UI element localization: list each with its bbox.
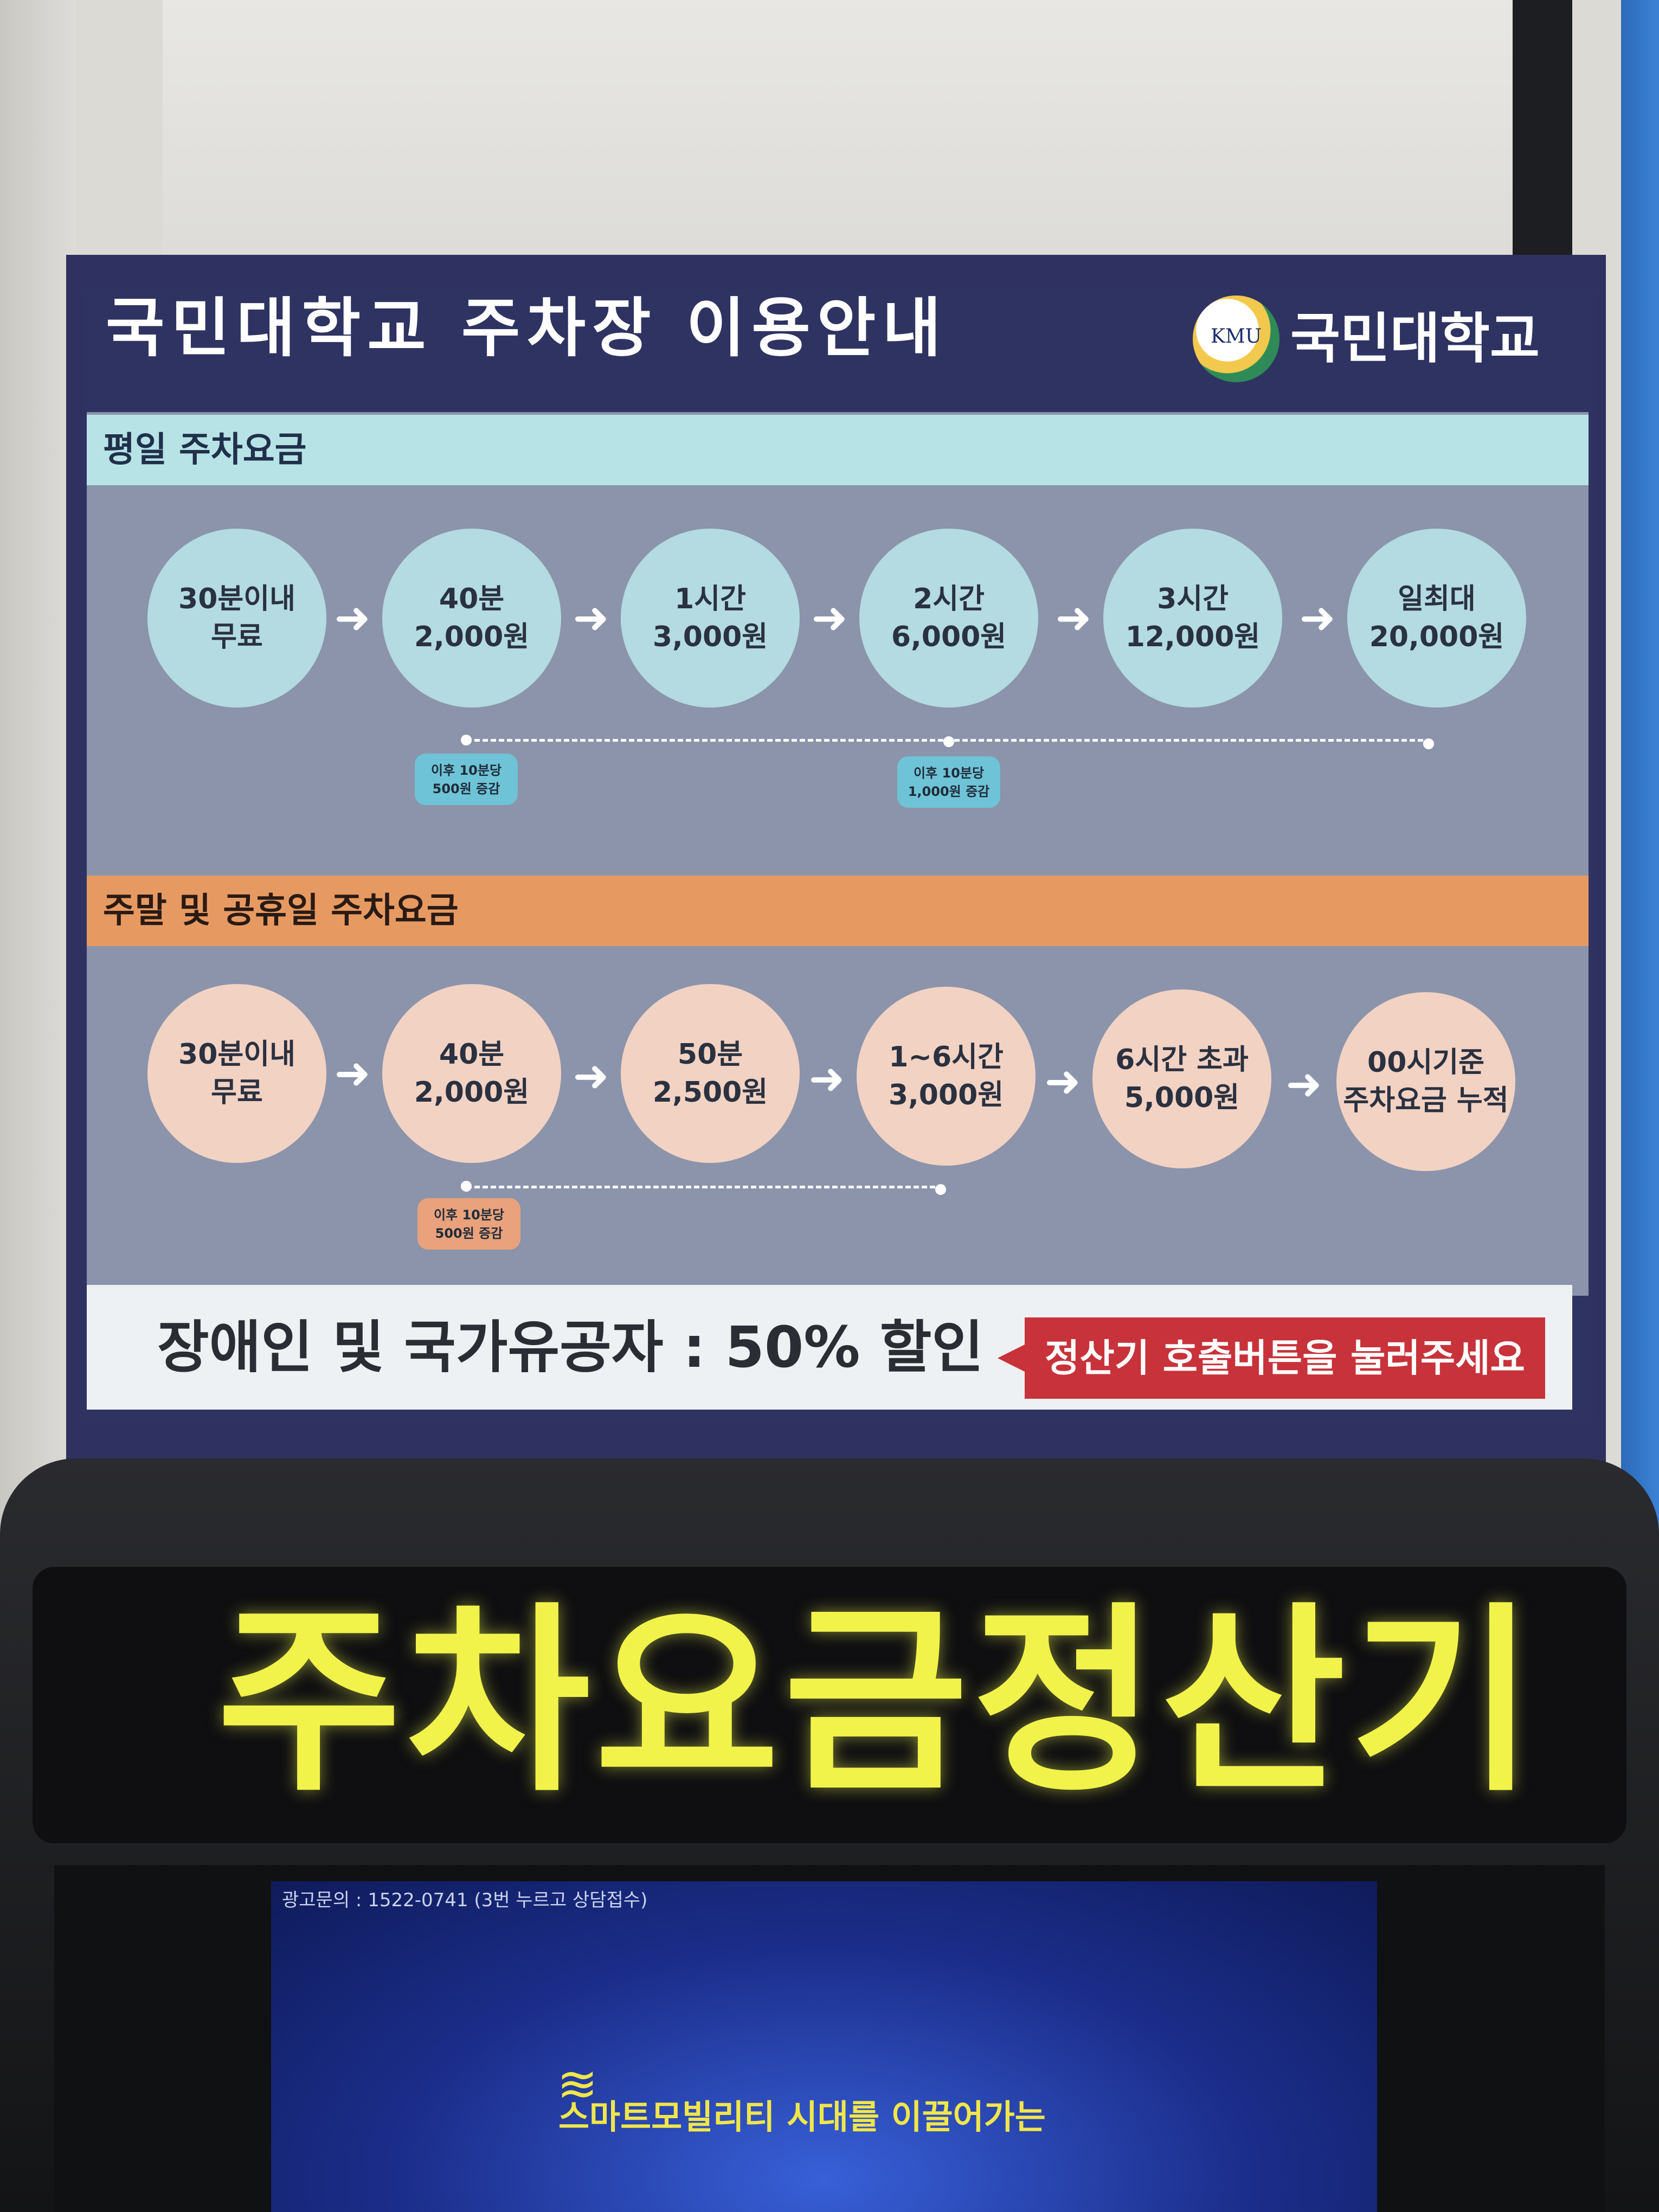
step-duration: 1시간 [674, 583, 746, 615]
note-line: 500원 증감 [435, 1225, 503, 1241]
step-fee: 무료 [211, 1076, 263, 1109]
step-fee: 무료 [211, 621, 263, 653]
weekday-step-5: 3시간 12,000원 [1103, 529, 1282, 708]
step-fee: 6,000원 [891, 621, 1007, 653]
step-fee: 주차요금 누적 [1343, 1084, 1509, 1117]
step-duration: 6시간 초과 [1115, 1044, 1249, 1076]
arrow-right-icon: ➜ [1044, 1056, 1081, 1107]
step-fee: 2,000원 [414, 621, 530, 653]
timeline-dot [461, 1181, 472, 1192]
sign-title: 국민대학교 주차장 이용안내 [106, 291, 948, 365]
callout-pointer [998, 1345, 1025, 1372]
weekday-panel [87, 412, 1589, 878]
weekday-step-4: 2시간 6,000원 [859, 529, 1038, 708]
step-duration: 40분 [439, 583, 505, 615]
university-logo: KMU 국민대학교 [1193, 293, 1583, 385]
step-duration: 30분이내 [178, 1038, 295, 1071]
arrow-right-icon: ➜ [808, 1053, 845, 1104]
weekend-step-3: 50분 2,500원 [621, 984, 800, 1163]
arrow-right-icon: ➜ [1055, 593, 1092, 643]
note-line: 500원 증감 [432, 781, 500, 796]
kiosk-title: 주차요금정산기 [217, 1586, 1539, 1819]
timeline-dot [1423, 738, 1434, 749]
arrow-right-icon: ➜ [1299, 593, 1336, 643]
ad-slogan: 스마트모빌리티 시대를 이끌어가는 [558, 2097, 1046, 2137]
logo-university-name: 국민대학교 [1290, 307, 1540, 370]
weekend-step-4: 1~6시간 3,000원 [857, 987, 1036, 1166]
kiosk-screen[interactable] [271, 1881, 1377, 2212]
weekday-increment-note-1: 이후 10분당 500원 증감 [415, 754, 518, 805]
timeline-dot [943, 736, 954, 747]
call-button-notice: 정산기 호출버튼을 눌러주세요 [1025, 1317, 1545, 1399]
step-fee: 20,000원 [1369, 621, 1504, 653]
step-duration: 1~6시간 [889, 1041, 1004, 1073]
weekday-increment-note-2: 이후 10분당 1,000원 증감 [897, 756, 1000, 808]
weekend-step-1: 30분이내 무료 [147, 984, 326, 1163]
arrow-right-icon: ➜ [573, 593, 609, 643]
step-fee: 3,000원 [888, 1079, 1004, 1111]
note-line: 이후 10분당 [430, 762, 502, 778]
weekday-step-1: 30분이내 무료 [147, 529, 326, 708]
step-duration: 40분 [439, 1038, 505, 1071]
arrow-right-icon: ➜ [811, 593, 848, 643]
step-duration: 00시기준 [1367, 1046, 1484, 1079]
weekday-step-3: 1시간 3,000원 [621, 529, 800, 708]
arrow-right-icon: ➜ [334, 1048, 371, 1098]
weekend-timeline [466, 1186, 943, 1188]
discount-notice: 장애인 및 국가유공자 : 50% 할인 [157, 1314, 984, 1380]
timeline-dot [935, 1184, 946, 1195]
logo-abbreviation: KMU [1210, 325, 1262, 348]
step-duration: 30분이내 [178, 583, 295, 615]
step-fee: 5,000원 [1124, 1082, 1240, 1114]
weekend-step-2: 40분 2,000원 [382, 984, 561, 1163]
note-line: 이후 10분당 [433, 1207, 505, 1223]
step-fee: 2,000원 [414, 1076, 530, 1109]
kiosk-title-panel [33, 1567, 1626, 1843]
arrow-right-icon: ➜ [334, 593, 371, 643]
arrow-right-icon: ➜ [573, 1051, 609, 1101]
ad-contact-text: 광고문의 : 1522-0741 (3번 누르고 상담접수) [282, 1889, 648, 1911]
weekend-increment-note: 이후 10분당 500원 증감 [417, 1198, 520, 1250]
step-fee: 2,500원 [652, 1076, 768, 1109]
note-line: 1,000원 증감 [908, 783, 990, 799]
timeline-dot [461, 735, 472, 745]
weekend-step-5: 6시간 초과 5,000원 [1092, 989, 1271, 1168]
weekend-header: 주말 및 공휴일 주차요금 [87, 876, 1589, 946]
university-emblem-icon [1193, 295, 1279, 382]
wifi-icon: ≋ [557, 2056, 598, 2113]
note-line: 이후 10분당 [913, 765, 985, 781]
step-duration: 2시간 [913, 583, 985, 615]
step-fee: 3,000원 [652, 621, 768, 653]
weekend-step-6: 00시기준 주차요금 누적 [1336, 992, 1515, 1171]
step-duration: 3시간 [1157, 583, 1229, 615]
wall-background [163, 0, 1518, 255]
step-duration: 50분 [677, 1038, 743, 1071]
step-duration: 일최대 [1398, 583, 1476, 615]
weekday-header: 평일 주차요금 [87, 415, 1589, 485]
arrow-right-icon: ➜ [1285, 1059, 1322, 1109]
weekday-step-2: 40분 2,000원 [382, 529, 561, 708]
black-pillar [1513, 0, 1572, 260]
step-fee: 12,000원 [1125, 621, 1261, 653]
weekday-step-6: 일최대 20,000원 [1347, 529, 1526, 708]
